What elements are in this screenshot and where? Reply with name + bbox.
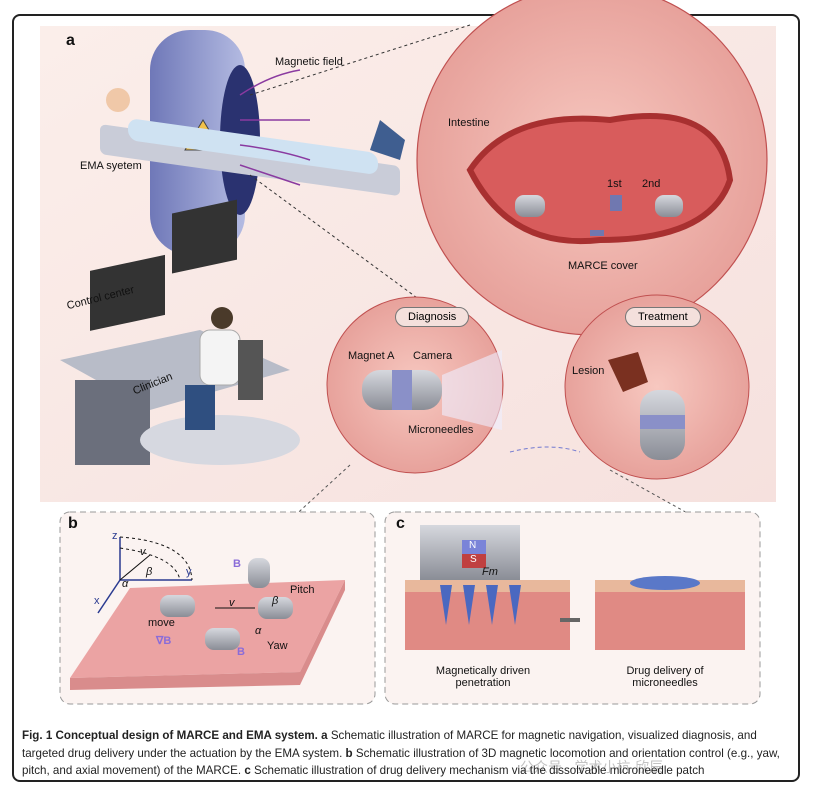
caption-a-letter: a [321,729,328,742]
capsules-b [160,558,293,650]
pitch-label: Pitch [290,584,315,596]
move-label: move [148,617,175,629]
lesion-label: Lesion [572,365,605,377]
magnetic-field-label: Magnetic field [275,56,343,68]
treatment-capsule [608,352,685,460]
marce-cover-label: MARCE cover [568,260,638,272]
second-label: 2nd [642,178,661,190]
figure-frame [12,14,800,782]
caption-b-letter: b [345,746,353,760]
y-axis-label: y [186,566,192,578]
b-field-label-yaw: B [237,646,245,658]
intestine-lumen [466,113,734,245]
watermark: 公众号 · 学术小杭-欣辰 [520,759,664,775]
clinician [185,307,263,430]
panel-a-label: a [66,32,75,49]
magnet-a-label: Magnet A [348,350,395,362]
panel-b-label: b [68,515,78,532]
marce-capsules-intestine [515,195,683,236]
treatment-label: Treatment [625,307,701,327]
first-label: 1st [607,178,622,190]
south-pole-label: S [470,554,477,565]
penetration-label: Magnetically driven penetration [435,665,531,689]
panel-c-label: c [396,515,405,532]
axes-xyz [97,537,192,614]
x-axis-label: x [94,595,100,607]
ema-system-label: EMA syetem [80,160,142,172]
yaw-label: Yaw [267,640,288,652]
alpha-label: α [122,578,129,590]
microneedles-c [440,585,521,625]
microneedles-label: Microneedles [408,424,474,436]
z-axis-label: z [112,530,118,542]
treatment-circle [564,294,750,480]
north-pole-label: N [469,540,477,551]
yaw-alpha-label: α [255,625,262,637]
camera-label: Camera [413,350,453,362]
velocity-label: v [229,597,235,609]
axes-arcs [119,536,193,581]
beta-label: β [146,566,153,578]
diagnosis-label: Diagnosis [395,307,470,327]
caption-a-text: Schematic illustration of MARCE for magn… [22,729,757,760]
skin-tissue-2 [595,590,745,650]
drug-delivery-label: Drug delivery of microneedles [626,665,704,689]
pitch-beta-label: β [272,595,279,607]
figure-caption: Fig. 1 Conceptual design of MARCE and EM… [22,727,792,780]
caption-b-text: Schematic illustration of 3D magnetic lo… [22,746,780,778]
diagnosis-capsule [362,350,502,430]
v-label: v [140,546,146,558]
caption-c-text: Schematic illustration of drug delivery … [254,764,705,777]
transition-arrow [509,446,581,453]
magnetic-field-arrows [239,69,311,186]
intestine-label: Intestine [448,117,490,129]
caption-c-letter: c [244,764,251,777]
caption-title: Fig. 1 Conceptual design of MARCE and EM… [22,729,318,742]
b-field-label-pitch: B [233,558,241,570]
gradient-b-label: ∇B [156,635,172,647]
skin-tissue-1 [405,590,570,650]
magnetic-force-label: Fm [482,566,498,578]
dissolved-patch [630,576,700,590]
